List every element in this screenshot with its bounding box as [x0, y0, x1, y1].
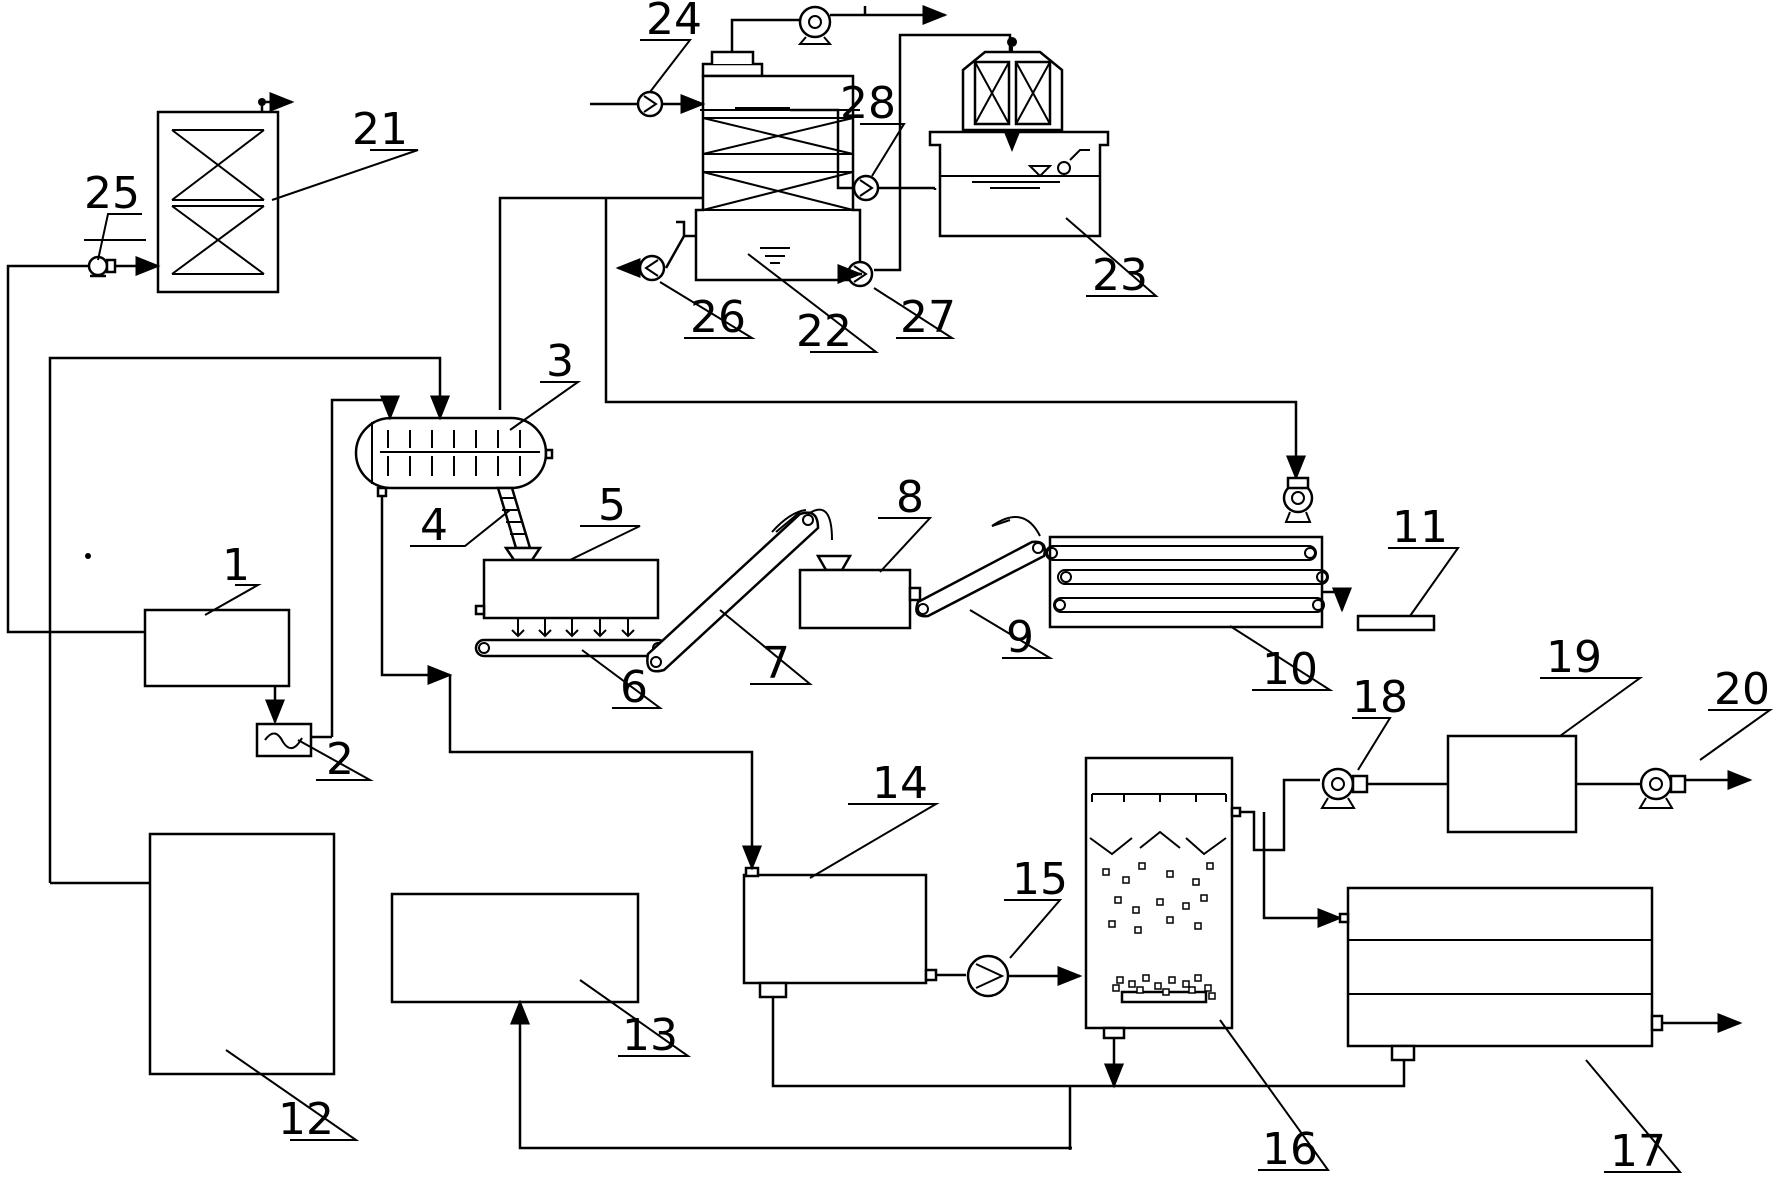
unit-16-flotation-tank [1084, 756, 1242, 1040]
label-28: 28 [840, 78, 896, 129]
bubble-mark [1206, 862, 1214, 870]
bubble-mark [1182, 980, 1190, 988]
pump-26 [615, 220, 696, 282]
fan-20 [1638, 767, 1753, 809]
unit-25-fan [87, 255, 161, 278]
label-21: 21 [352, 104, 408, 155]
bubble-mark [1122, 876, 1130, 884]
label-12: 12 [278, 1094, 334, 1145]
bubble-mark [1166, 916, 1174, 924]
unit-3-dryer [354, 416, 554, 498]
label-15: 15 [1012, 854, 1068, 905]
unit-7-inclined-conveyor [646, 508, 833, 673]
pump-24 [590, 90, 706, 118]
bubble-mark [1142, 974, 1150, 982]
label-19: 19 [1546, 632, 1602, 683]
label-26: 26 [690, 292, 746, 343]
label-22: 22 [796, 306, 852, 357]
label-1: 1 [222, 540, 250, 591]
bubble-mark [1194, 922, 1202, 930]
label-4: 4 [420, 500, 448, 551]
bubble-mark [1108, 920, 1116, 928]
label-18: 18 [1352, 672, 1408, 723]
bubble-mark [1162, 988, 1170, 996]
label-17: 17 [1610, 1126, 1666, 1177]
label-2: 2 [326, 734, 354, 785]
top-exhaust-fan [730, 6, 945, 52]
unit-9-inclined-conveyor [915, 516, 1046, 618]
unit-19-box [1446, 734, 1640, 834]
label-7: 7 [762, 638, 790, 689]
bubble-mark [1200, 894, 1208, 902]
bubble-mark [1168, 976, 1176, 984]
unit-10-fan [1282, 476, 1314, 523]
unit-22-scrubber-tower [694, 50, 862, 282]
stray-dot [85, 553, 91, 559]
line-unit1-to-fan25 [6, 264, 145, 634]
label-24: 24 [646, 0, 702, 45]
exhaust-collection-line [498, 196, 1306, 481]
unit-6-conveyor [474, 638, 668, 658]
unit-14-tank [448, 675, 938, 999]
unit-16-bubbles [1102, 862, 1216, 1000]
bubble-mark [1132, 906, 1140, 914]
label-13: 13 [622, 1010, 678, 1061]
unit-12-box [50, 832, 336, 1076]
unit-10-belt-dryer [1045, 535, 1329, 629]
label-14: 14 [872, 758, 928, 809]
leader-lines [84, 39, 1774, 1173]
sludge-collection-lines [510, 997, 1406, 1150]
unit-17-tank [1338, 886, 1743, 1062]
bubble-mark [1114, 896, 1122, 904]
bubble-mark [1194, 974, 1202, 982]
bubble-mark [1156, 898, 1164, 906]
unit-4-discharge-chute [496, 486, 543, 562]
pump-27 [837, 260, 874, 288]
bubble-mark [1134, 926, 1142, 934]
label-25: 25 [84, 168, 140, 219]
bubble-mark [1136, 986, 1144, 994]
bubble-mark [1154, 982, 1162, 990]
unit-1-box [143, 608, 291, 725]
bubble-mark [1204, 984, 1212, 992]
bubble-mark [1192, 878, 1200, 886]
label-8: 8 [896, 472, 924, 523]
unit-16-outlet-lines [1240, 778, 1343, 928]
bubble-mark [1116, 976, 1124, 984]
pump-28 [790, 108, 935, 202]
unit-8-box [798, 554, 922, 630]
unit-13-box [390, 892, 640, 1004]
pump-15 [936, 954, 1083, 998]
bubble-mark [1102, 868, 1110, 876]
label-6: 6 [620, 662, 648, 713]
bubble-mark [1112, 984, 1120, 992]
label-20: 20 [1714, 664, 1770, 715]
bubble-mark [1138, 862, 1146, 870]
label-9: 9 [1006, 612, 1034, 663]
label-11: 11 [1392, 502, 1448, 553]
bubble-mark [1166, 870, 1174, 878]
unit-23-settling-tank [928, 37, 1110, 238]
bubble-mark [1182, 902, 1190, 910]
label-10: 10 [1262, 644, 1318, 695]
label-27: 27 [900, 292, 956, 343]
unit-11-outlet [1322, 587, 1436, 632]
unit-2-heater [255, 722, 332, 758]
label-23: 23 [1092, 250, 1148, 301]
label-16: 16 [1262, 1124, 1318, 1175]
unit-21-filter [156, 92, 295, 294]
callout-labels: 1 2 3 4 5 6 7 8 9 10 11 12 13 14 15 16 1… [84, 0, 1770, 1177]
bubble-mark [1208, 992, 1216, 1000]
bubble-mark [1188, 986, 1196, 994]
label-5: 5 [598, 480, 626, 531]
label-3: 3 [546, 336, 574, 387]
dryer-feed-lines [48, 356, 453, 883]
bubble-mark [1128, 980, 1136, 988]
unit-5-box [474, 558, 660, 638]
fan-18 [1320, 767, 1448, 809]
